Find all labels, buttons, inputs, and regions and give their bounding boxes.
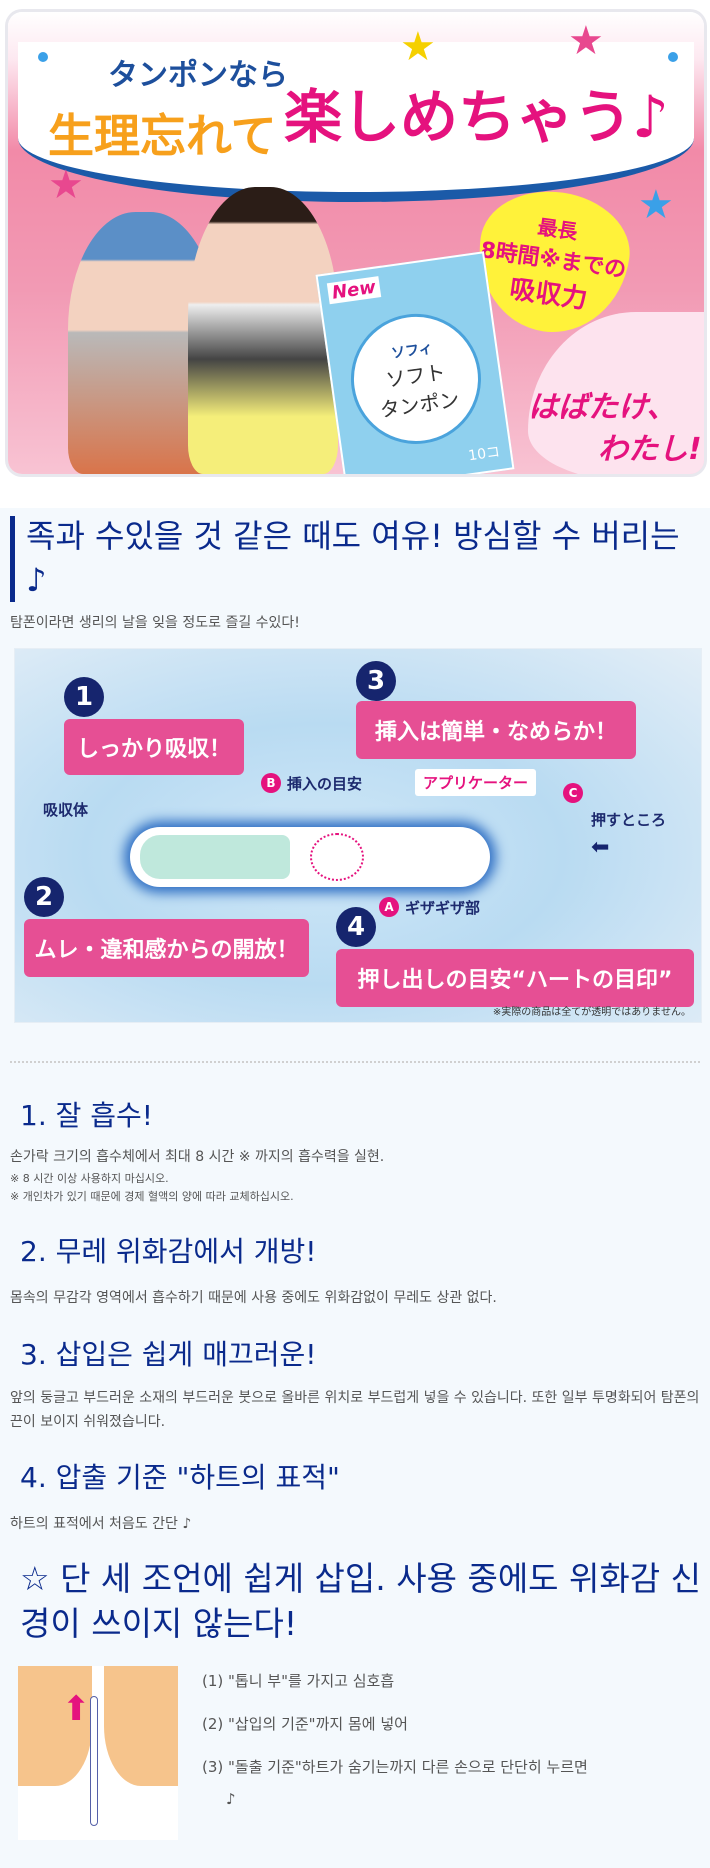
star-icon: ★ (638, 182, 674, 228)
diagram-note: ※実際の商品は全てが透明ではありません。 (492, 1007, 691, 1018)
intro-heading: 족과 수있을 것 같은 때도 여유! 방심할 수 버리는 ♪ (26, 517, 680, 599)
section-note: ※ 8 시간 이상 사용하지 마십시오. (10, 1172, 169, 1185)
package-count: 10コ (467, 444, 502, 465)
section-body: 하트의 표적에서 처음도 간단 ♪ (10, 1516, 192, 1532)
arrow-up-icon: ⬆ (62, 1689, 91, 1729)
banner-cloud-decoration (18, 42, 694, 202)
dot-decoration (38, 52, 48, 62)
star-icon: ★ (568, 18, 604, 64)
point-number: 2 (24, 877, 64, 917)
tampon-diagram: 1 しっかり吸収！ 2 ムレ・違和感からの開放！ 3 挿入は簡単・なめらか！ 4… (14, 648, 702, 1023)
banner-line3: 楽しめちゃう♪ (284, 83, 670, 151)
absorbent-label: 吸収体 (43, 801, 89, 819)
point-box: しっかり吸収！ (64, 719, 244, 775)
point-number: 4 (336, 907, 376, 947)
section-heading: 2. 무레 위화감에서 개방! (20, 1235, 317, 1268)
slogan-line1: はばたけ、 (528, 390, 677, 425)
banner-line1: タンポンなら (108, 58, 288, 93)
insertion-guide-ring (310, 833, 364, 881)
promo-banner: ★ ★ ★ ★ タンポンなら 生理忘れて 楽しめちゃう♪ 最長 8時間※までの … (8, 12, 704, 474)
point-number: 3 (356, 661, 396, 701)
section-body: 앞의 둥글고 부드러운 소재의 부드러운 붓으로 올바른 위치로 부드럽게 넣을… (10, 1390, 700, 1430)
dot-decoration (668, 52, 678, 62)
point-box: ムレ・違和感からの開放！ (24, 919, 309, 977)
arrow-left-icon: ⬅ (591, 835, 610, 860)
applicator-label: アプリケーター (415, 769, 537, 796)
point-box: 押し出しの目安“ハートの目印” (336, 949, 694, 1007)
package-label: ソフィ ソフト タンポン (342, 305, 490, 453)
slogan-line2: わたし! (598, 432, 702, 467)
point-box: 挿入は簡単・なめらか！ (356, 701, 636, 759)
model-photo-right (188, 187, 338, 474)
push-point-label: 押すところ (591, 811, 667, 829)
point-number: 1 (64, 677, 104, 717)
section-divider (10, 1061, 700, 1063)
banner-line2: 生理忘れて (48, 109, 277, 163)
insertion-guide-label: 挿入の目安 (287, 775, 363, 793)
star-icon: ★ (400, 24, 436, 70)
intro-subtitle: 탐폰이라면 생리의 날을 잊을 정도로 즐길 수있다! (10, 615, 300, 631)
marker-c: C (563, 783, 583, 803)
heading-accent-bar (10, 516, 15, 602)
product-package: New ソフィ ソフト タンポン 10コ (315, 251, 515, 474)
section-heading: 4. 압출 기준 "하트의 표적" (20, 1461, 340, 1494)
section-body: 손가락 크기의 흡수체에서 최대 8 시간 ※ 까지의 흡수력을 실현. (10, 1149, 385, 1165)
howto-step: (1) "톱니 부"를 가지고 심호흡 (202, 1672, 395, 1690)
howto-step-note: ♪ (226, 1790, 236, 1808)
tampon-illustration (130, 827, 490, 887)
insertion-illustration: ⬆ (18, 1666, 178, 1840)
marker-b: B (261, 773, 281, 793)
new-badge: New (326, 276, 382, 305)
grip-label: ギザギザ部 (405, 899, 481, 917)
illus-tampon (90, 1696, 98, 1826)
section-note: ※ 개인차가 있기 때문에 경제 혈액의 양에 따라 교체하십시오. (10, 1190, 294, 1203)
section-heading: 1. 잘 흡수! (20, 1099, 154, 1132)
marker-a: A (379, 897, 399, 917)
illus-leg-right (104, 1666, 178, 1786)
section-body: 몸속의 무감각 영역에서 흡수하기 때문에 사용 중에도 위화감없이 무레도 상… (10, 1290, 497, 1306)
howto-heading: ☆ 단 세 조언에 쉽게 삽입. 사용 중에도 위화감 신경이 쓰이지 않는다! (20, 1559, 701, 1643)
section-heading: 3. 삽입은 쉽게 매끄러운! (20, 1338, 317, 1371)
star-icon: ★ (48, 162, 84, 208)
illus-leg-left (18, 1666, 92, 1786)
howto-step: (3) "돌출 기준"하트가 숨기는까지 다른 손으로 단단히 누르면 (202, 1758, 588, 1776)
howto-step: (2) "삽입의 기준"까지 몸에 넣어 (202, 1715, 408, 1733)
absorbent-core (140, 835, 290, 879)
